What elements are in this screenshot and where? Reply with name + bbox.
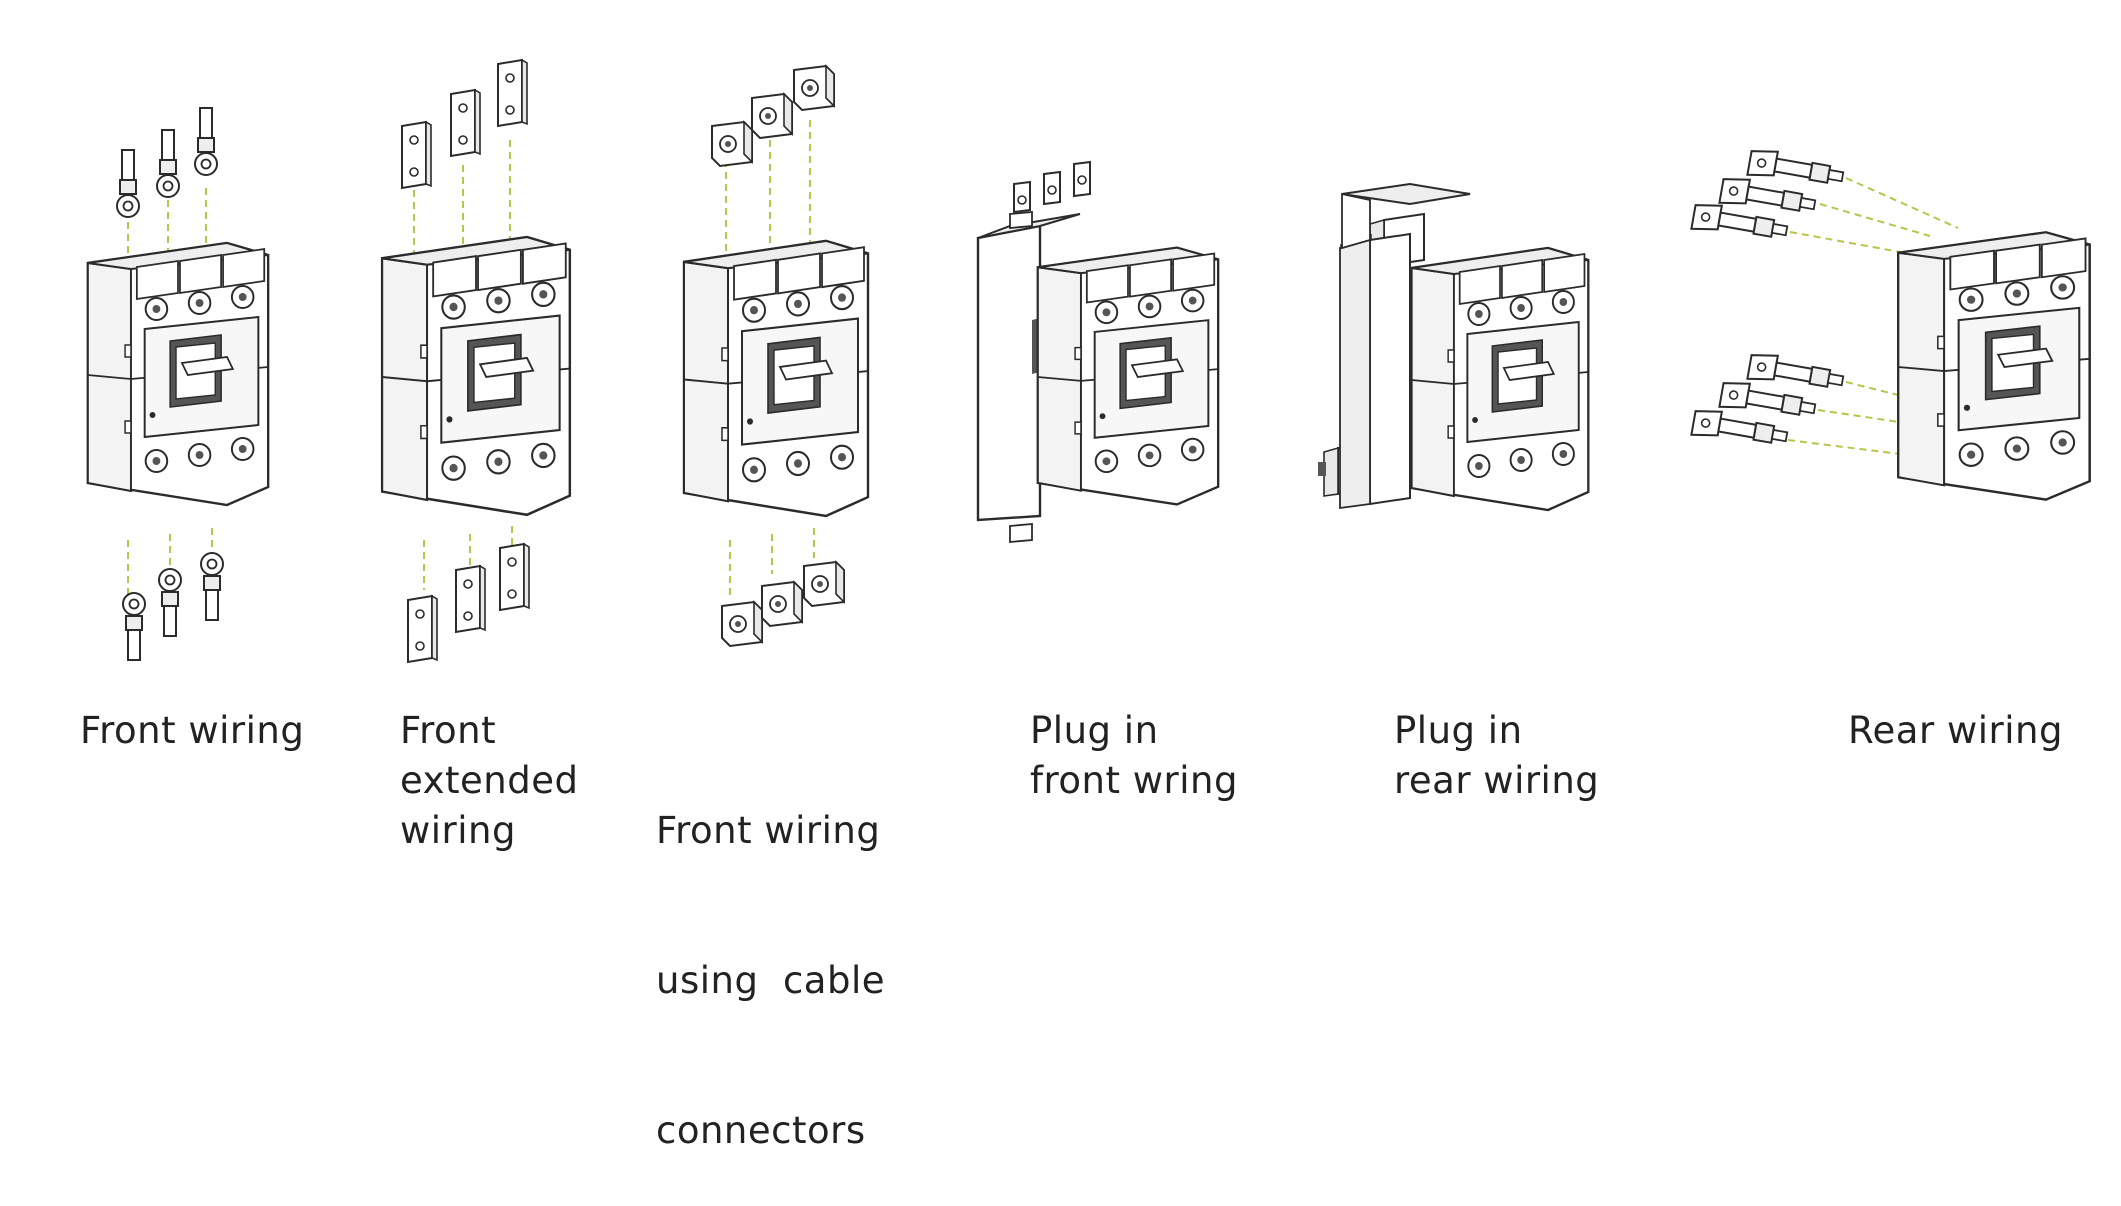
ring-terminal (116, 149, 140, 218)
caption-front-extended-wiring: Front extended wiring (400, 709, 579, 852)
caption-rear-wiring: Rear wiring (1848, 709, 2063, 752)
caption-front-wiring: Front wiring (80, 709, 305, 752)
caption-plug-in-front-wiring: Plug in front wring (1030, 709, 1238, 802)
panel-plug-in-rear-wiring (1317, 182, 1590, 512)
panel-front-wiring-cable-connectors (682, 65, 870, 647)
panel-front-extended-wiring (380, 59, 572, 663)
rear-stud-terminal (1746, 146, 1846, 193)
cable-connector (711, 121, 753, 167)
panel-rear-wiring (1690, 146, 2091, 501)
panel-plug-in-front-wiring (976, 160, 1220, 543)
extension-bar (401, 121, 432, 189)
wiring-diagram: Front wiring Front extended wiring Front… (80, 59, 2091, 1152)
caption-plug-in-rear-wiring: Plug in rear wiring (1394, 709, 1600, 802)
panel-front-wiring (86, 107, 270, 661)
caption-front-wiring-cable-connectors: Front wiring using cable connectors (656, 809, 886, 1152)
wiring-illustrations (86, 59, 2091, 663)
